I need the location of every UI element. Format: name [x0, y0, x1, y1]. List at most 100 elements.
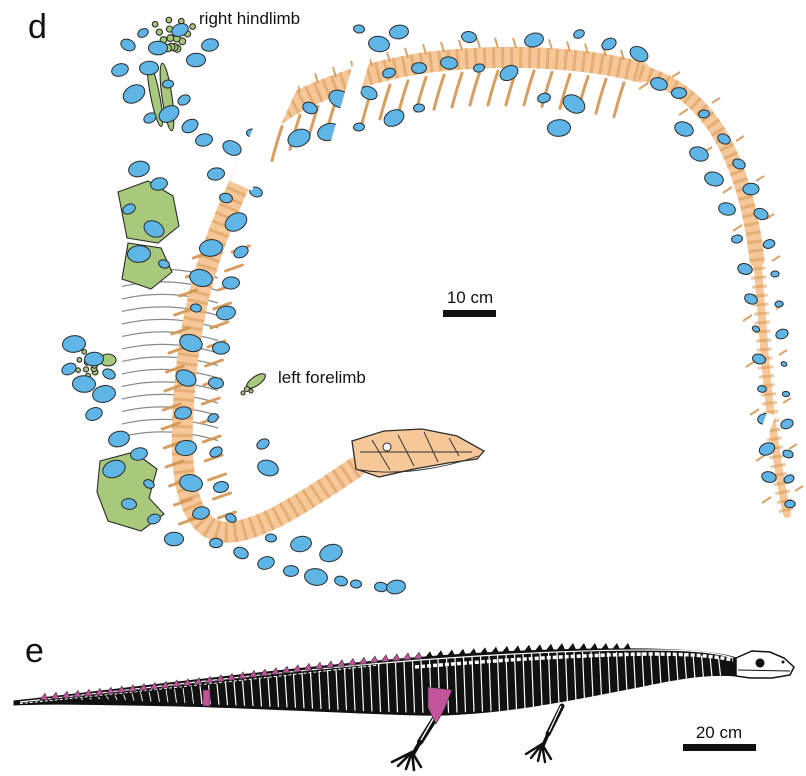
osteoderm-blob	[233, 245, 249, 259]
reconstruction-rib	[352, 666, 356, 711]
reconstruction-rib	[360, 666, 365, 712]
reconstruction-rib	[343, 667, 348, 711]
hindfoot-phalanx	[189, 23, 196, 30]
osteoderm-blob	[783, 474, 795, 484]
osteoderm-blob	[319, 543, 343, 563]
forelimb-phalanx	[82, 366, 90, 373]
gastralium	[121, 431, 219, 442]
reconstruction-rib	[632, 652, 637, 692]
osteoderm-blob	[751, 325, 761, 333]
tail-chevron	[771, 255, 781, 262]
cervical-rib	[160, 421, 181, 431]
gastralium	[121, 418, 219, 429]
pink-neural-spine	[182, 678, 192, 686]
osteoderm-blob	[302, 101, 318, 115]
osteoderm-blob	[233, 546, 249, 560]
scale-bar-20cm	[683, 744, 756, 751]
cervical-rib	[209, 320, 230, 330]
hindfoot-phalanx	[165, 16, 173, 24]
neural-spine	[590, 643, 598, 650]
osteoderm-blob	[257, 556, 275, 570]
skull-e-orbit	[755, 658, 765, 668]
tail-chevron	[638, 82, 649, 90]
left-forelimb-digit	[248, 388, 254, 394]
reconstruction-rib	[513, 654, 518, 710]
osteoderm-blob	[128, 160, 150, 178]
reconstruction-rib	[700, 655, 705, 679]
cervical-rib	[223, 263, 244, 273]
reconstruction-rib	[157, 690, 160, 702]
osteoderm-blob	[256, 438, 270, 450]
neural-spine	[568, 643, 576, 650]
osteoderm-blob	[499, 64, 519, 82]
osteoderm-blob	[147, 513, 161, 525]
pink-neural-spine	[171, 679, 181, 687]
reconstruction-rib	[658, 652, 662, 686]
tail-chevron	[732, 224, 743, 232]
pink-neural-spine	[226, 672, 236, 681]
osteoderm-blob	[689, 146, 709, 162]
reconstruction-rib	[80, 698, 84, 701]
osteoderm-blob	[758, 442, 776, 456]
cervical-rib	[173, 497, 194, 507]
osteoderm-blob	[537, 92, 551, 104]
osteoderm-blob	[350, 579, 362, 589]
pink-neural-spine	[380, 654, 390, 662]
pink-neural-spine	[237, 671, 247, 679]
reconstruction-rib	[547, 652, 552, 707]
tail-chevron	[711, 97, 721, 104]
reconstruction-rib	[615, 651, 620, 695]
osteoderm-blob	[143, 220, 165, 238]
osteoderm-blob	[704, 171, 724, 187]
osteoderm-blob	[674, 121, 694, 137]
osteoderm-blob	[177, 94, 191, 106]
scale-bar-20cm-label: 20 cm	[696, 723, 742, 742]
osteoderm-blob	[717, 133, 731, 145]
osteoderm-blob	[413, 103, 425, 113]
pelvic-plate-1	[117, 180, 180, 244]
osteoderm-blob	[130, 447, 148, 461]
tail-chevron	[794, 485, 804, 492]
osteoderm-blob	[175, 369, 197, 387]
osteoderm-blob	[137, 28, 149, 38]
osteoderm-blob	[334, 575, 348, 587]
neural-spine	[557, 643, 565, 650]
reconstruction-rib	[394, 662, 399, 713]
osteoderm-blob	[111, 63, 129, 77]
pink-neural-spine	[391, 653, 401, 661]
pink-neural-spine	[160, 680, 170, 689]
reconstruction-rib	[114, 695, 118, 700]
osteoderm-blob	[290, 535, 312, 553]
osteoderm-blob	[732, 158, 746, 170]
osteoderm-blob	[287, 128, 311, 148]
skull-suture-2	[397, 434, 415, 467]
osteoderm-blob	[148, 40, 168, 56]
cervical-rib	[200, 396, 221, 406]
pink-neural-spine	[336, 659, 346, 667]
pink-neural-spine	[105, 686, 115, 695]
osteoderm-blob	[179, 333, 203, 353]
osteoderm-blob	[780, 361, 788, 367]
neural-spine	[502, 645, 510, 653]
reconstruction-rib	[505, 654, 509, 711]
forelimb-phalanx	[81, 349, 88, 355]
pink-neural-spine	[138, 683, 148, 691]
osteoderm-blob	[744, 293, 758, 305]
neural-spine-tick	[404, 47, 409, 59]
osteoderm-blob	[782, 449, 794, 459]
pink-neural-spine	[325, 660, 335, 668]
osteoderm-blob	[179, 474, 203, 492]
reconstruction-rib	[301, 672, 305, 709]
osteoderm-blob	[353, 24, 365, 34]
osteoderm-blob	[389, 24, 409, 40]
osteoderm-blob	[162, 79, 174, 89]
reconstruction-rib	[403, 661, 407, 713]
reconstruction-rib	[479, 656, 484, 712]
osteoderm-blob	[84, 351, 104, 367]
pink-neural-spine	[204, 675, 214, 684]
neural-spine	[579, 643, 587, 650]
reconstruction-rib	[165, 689, 169, 703]
panel-d-fossil-diagram: d right hindlimb left forelimb 10 cm	[28, 8, 804, 595]
pink-neural-spine	[94, 687, 104, 696]
osteoderm-blob	[186, 52, 206, 68]
